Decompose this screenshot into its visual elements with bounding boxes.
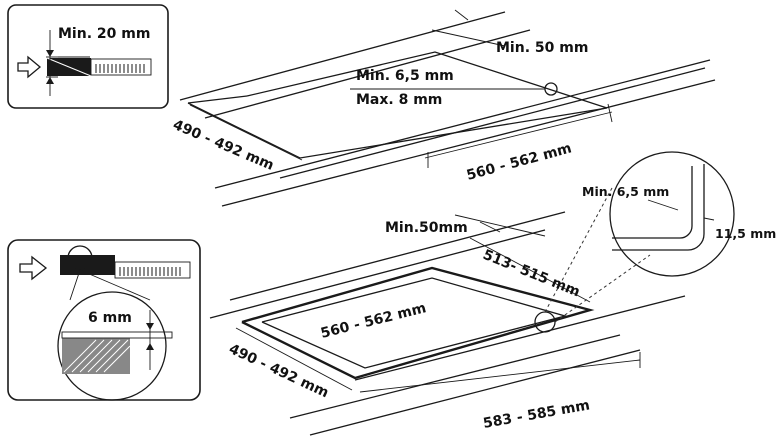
- label-inner-width: 560 - 562 mm: [319, 300, 428, 342]
- label-bottom-clearance: Min.50mm: [385, 220, 468, 236]
- label-top-clearance: Min. 50 mm: [496, 40, 588, 56]
- label-top-width: 560 - 562 mm: [465, 140, 574, 183]
- corner-detail: [609, 151, 735, 277]
- label-inset-min-20: Min. 20 mm: [58, 26, 150, 42]
- top-inset-panel: [7, 4, 169, 109]
- bottom-inset-panel: [7, 239, 201, 401]
- label-worktop-min: Min. 6,5 mm: [356, 68, 454, 84]
- label-corner-min: Min. 6,5 mm: [582, 184, 669, 199]
- bottom-worktop-drawing: [209, 187, 686, 436]
- label-top-depth: 490 - 492 mm: [170, 117, 276, 174]
- label-corner-radius: 11,5 mm: [715, 226, 776, 241]
- label-inset-6mm: 6 mm: [88, 310, 132, 326]
- label-worktop-max: Max. 8 mm: [356, 92, 442, 108]
- label-outer-width: 583 - 585 mm: [482, 397, 591, 432]
- label-recess-depth: 513- 515 mm: [481, 247, 583, 300]
- label-inner-depth: 490 - 492 mm: [226, 341, 331, 401]
- top-worktop-drawing: [179, 9, 716, 207]
